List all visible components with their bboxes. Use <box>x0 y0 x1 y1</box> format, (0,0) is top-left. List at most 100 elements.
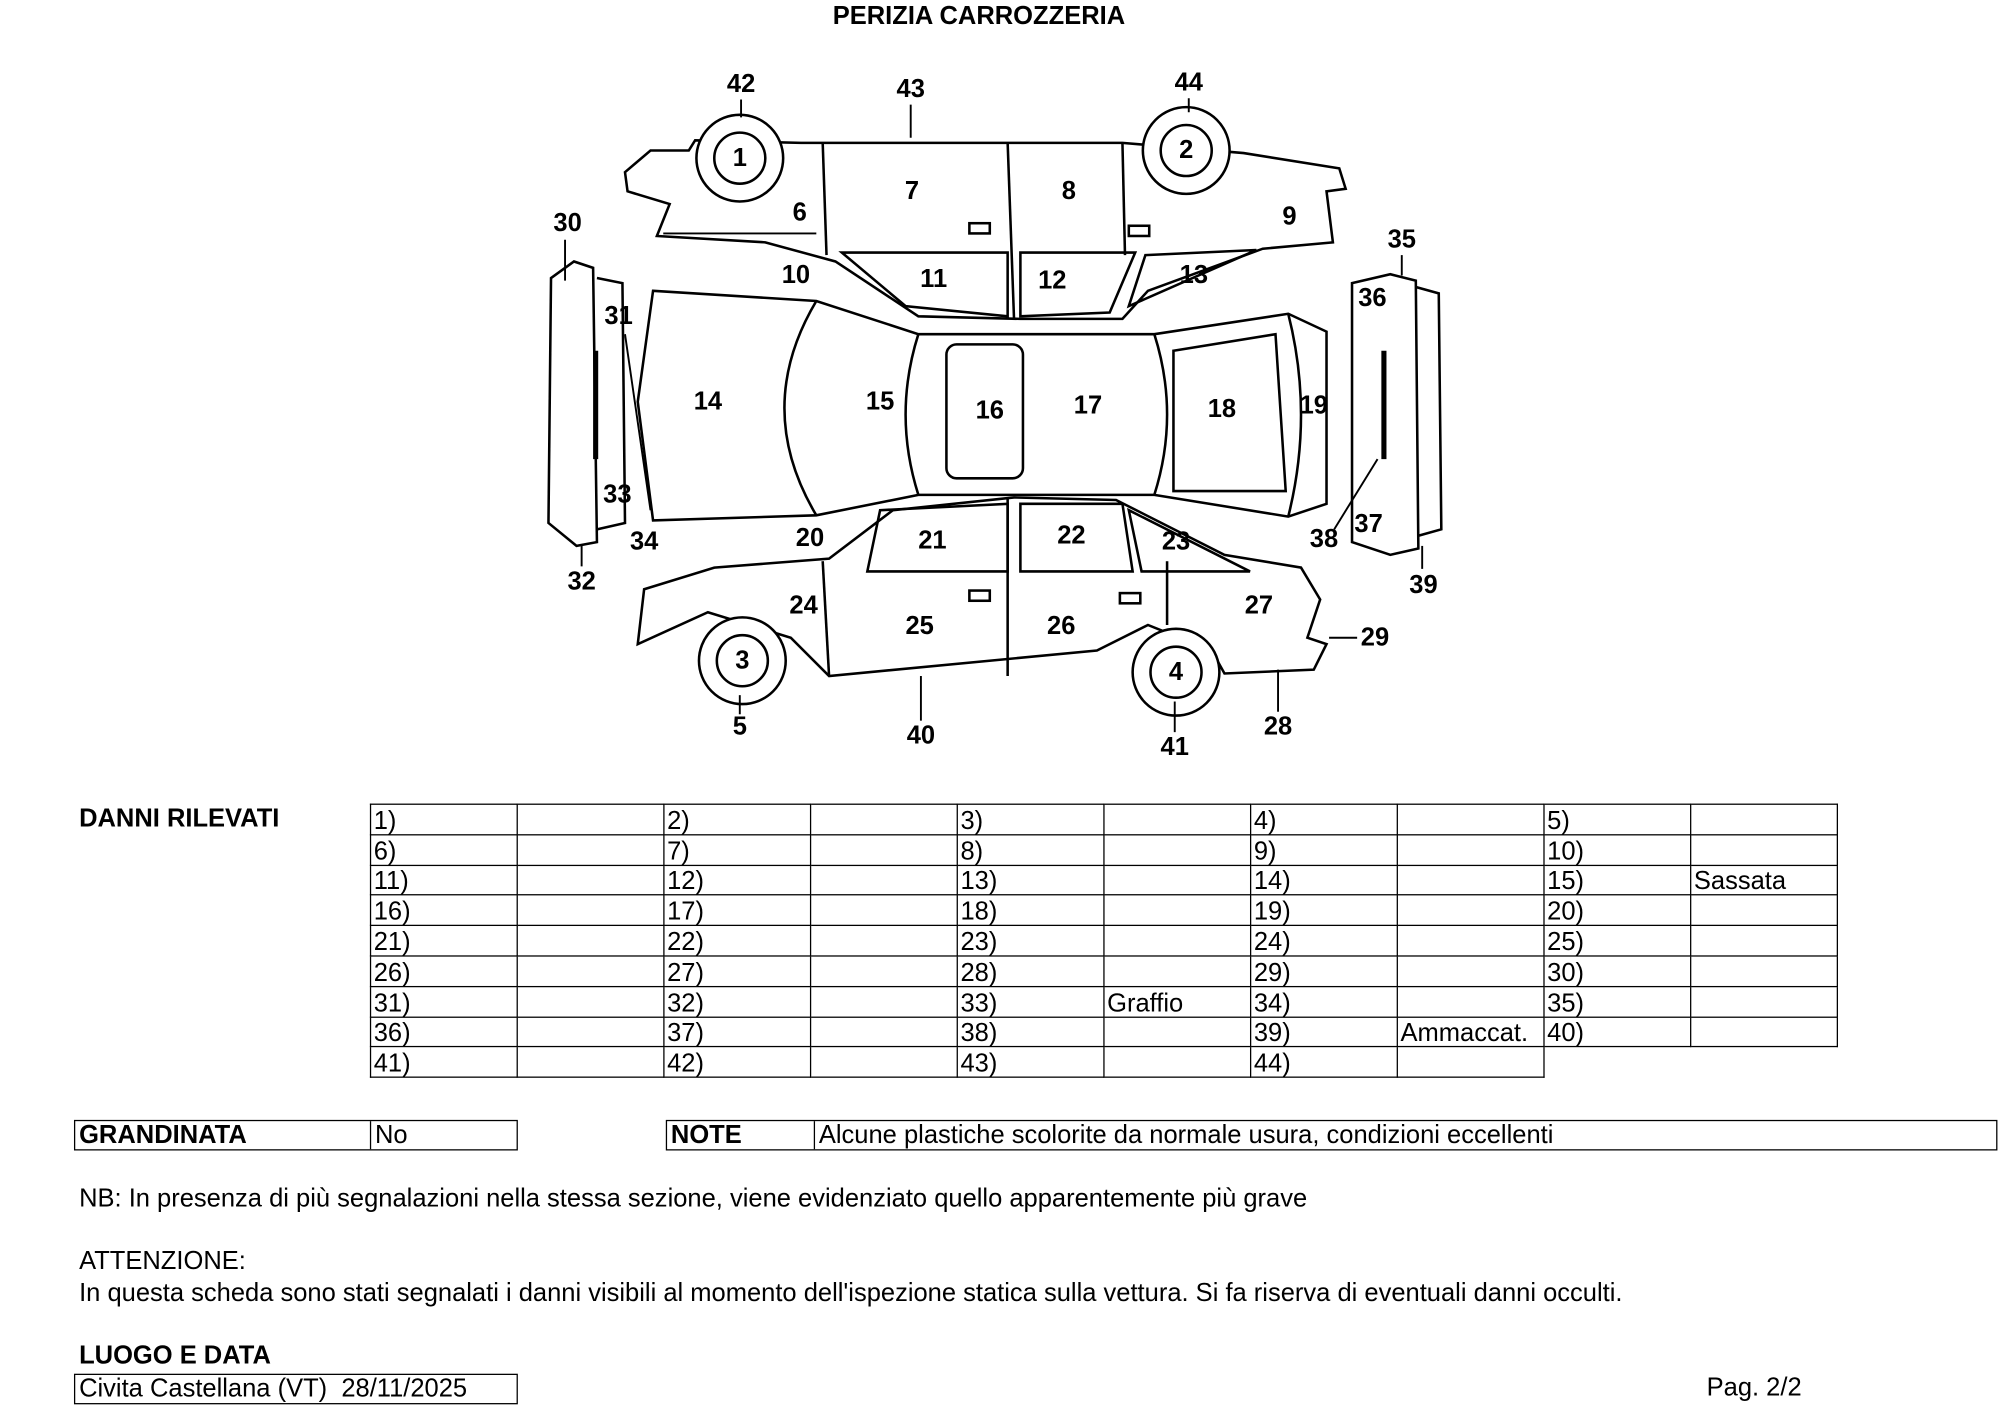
damage-type-cell <box>1103 955 1252 987</box>
damage-section-number: 17) <box>663 894 812 927</box>
damage-section-number: 36) <box>369 1016 518 1048</box>
damage-type-cell <box>516 1046 665 1079</box>
diagram-label-12: 12 <box>1038 266 1067 295</box>
diagram-label-21: 21 <box>918 526 947 555</box>
damage-type-cell <box>1690 894 1838 927</box>
diagram-label-41: 41 <box>1160 733 1189 762</box>
damage-section-number: 24) <box>1249 924 1398 957</box>
damage-section-number: 20) <box>1543 894 1692 927</box>
diagram-label-2: 2 <box>1179 136 1194 165</box>
damage-row: 1)2)3)4)5) <box>369 803 1838 836</box>
damage-section-number: 40) <box>1543 1016 1692 1048</box>
damage-type-cell <box>516 864 665 896</box>
diagram-label-9: 9 <box>1282 202 1297 231</box>
damage-type-cell <box>1103 1046 1252 1079</box>
damage-type-cell <box>1103 1016 1252 1048</box>
diagram-label-39: 39 <box>1409 571 1438 600</box>
damage-section-number: 7) <box>663 833 812 866</box>
damage-section-number: 15) <box>1543 864 1692 896</box>
diagram-label-35: 35 <box>1387 225 1416 254</box>
damage-section-number: 27) <box>663 955 812 987</box>
damage-type-cell <box>516 924 665 957</box>
damage-row: 26)27)28)29)30) <box>369 955 1838 987</box>
damage-type-cell <box>516 803 665 836</box>
damage-type-cell <box>1690 803 1838 836</box>
damage-type-cell <box>1396 985 1545 1018</box>
damage-section-number: 41) <box>369 1046 518 1079</box>
diagram-label-23: 23 <box>1161 528 1191 557</box>
damage-section-number: 33) <box>956 985 1105 1018</box>
diagram-label-3: 3 <box>735 646 750 675</box>
diagram-label-16: 16 <box>975 396 1004 425</box>
diagram-label-20: 20 <box>795 524 825 553</box>
damage-section-number: 31) <box>369 985 518 1018</box>
damage-type-cell <box>809 1046 958 1079</box>
place-date-value: Civita Castellana (VT) 28/11/2025 <box>79 1374 468 1404</box>
damage-type-cell <box>809 1016 958 1048</box>
diagram-label-38: 38 <box>1309 525 1339 554</box>
damage-section-number: 28) <box>956 955 1105 987</box>
damage-section-number: 3) <box>956 803 1105 836</box>
damage-section-number: 10) <box>1543 833 1692 866</box>
damage-type-cell <box>1690 833 1838 866</box>
diagram-label-30: 30 <box>553 209 582 238</box>
damage-section-number: 23) <box>956 924 1105 957</box>
damage-section-number: 30) <box>1543 955 1692 987</box>
diagram-label-28: 28 <box>1263 713 1293 742</box>
damage-type-cell <box>1396 924 1545 957</box>
damage-type-cell <box>1396 803 1545 836</box>
damage-section-number: 11) <box>369 864 518 896</box>
damage-type-cell <box>809 864 958 896</box>
damage-type-cell <box>1396 1046 1545 1079</box>
diagram-label-34: 34 <box>629 528 659 557</box>
damage-section-number: 12) <box>663 864 812 896</box>
damage-type-cell <box>1103 924 1252 957</box>
damages-table: 1)2)3)4)5)6)7)8)9)10)11)12)13)14)15)Sass… <box>369 803 1838 1079</box>
diagram-label-33: 33 <box>603 480 632 509</box>
damage-type-cell <box>516 1016 665 1048</box>
damages-heading: DANNI RILEVATI <box>79 804 280 833</box>
car-outline-drawing <box>547 98 1443 733</box>
diagram-label-37: 37 <box>1354 510 1383 539</box>
damage-section-number: 16) <box>369 894 518 927</box>
damage-section-number: 14) <box>1249 864 1398 896</box>
damage-type-cell <box>516 894 665 927</box>
damage-section-number: 44) <box>1249 1046 1398 1079</box>
damage-section-number: 25) <box>1543 924 1692 957</box>
diagram-label-4: 4 <box>1168 658 1184 687</box>
empty-cell <box>1544 1047 1691 1077</box>
damage-type-cell <box>809 924 958 957</box>
place-date-box: Civita Castellana (VT) 28/11/2025 <box>73 1373 518 1405</box>
diagram-label-15: 15 <box>865 387 895 416</box>
hail-label: GRANDINATA <box>75 1121 372 1150</box>
damage-type-cell <box>1103 803 1252 836</box>
damage-type-cell <box>1396 833 1545 866</box>
page-title: PERIZIA CARROZZERIA <box>832 2 1126 31</box>
hail-box: GRANDINATA No <box>73 1119 518 1151</box>
damage-section-number: 5) <box>1543 803 1692 836</box>
note-value: Alcune plastiche scolorite da normale us… <box>818 1121 1554 1150</box>
diagram-label-5: 5 <box>732 713 747 742</box>
damage-type-cell <box>809 894 958 927</box>
damage-row: 6)7)8)9)10) <box>369 833 1838 866</box>
damage-section-number: 13) <box>956 864 1105 896</box>
damage-type-cell <box>1690 1016 1838 1048</box>
damage-section-number: 22) <box>663 924 812 957</box>
damage-type-cell <box>1103 833 1252 866</box>
damage-type-cell <box>1690 924 1838 957</box>
warning-text: In questa scheda sono stati segnalati i … <box>79 1279 1623 1308</box>
damage-row: 11)12)13)14)15)Sassata <box>369 864 1838 896</box>
damage-type-cell: Graffio <box>1103 985 1252 1018</box>
diagram-label-14: 14 <box>693 387 723 416</box>
damage-section-number: 35) <box>1543 985 1692 1018</box>
diagram-label-25: 25 <box>905 612 934 641</box>
damage-section-number: 9) <box>1249 833 1398 866</box>
note-box: NOTE Alcune plastiche scolorite da norma… <box>665 1119 1998 1151</box>
hail-value: No <box>374 1121 408 1150</box>
diagram-label-22: 22 <box>1057 521 1086 550</box>
diagram-label-11: 11 <box>920 265 948 294</box>
damage-type-cell <box>809 833 958 866</box>
damage-section-number: 38) <box>956 1016 1105 1048</box>
empty-cell <box>1691 1047 1838 1077</box>
